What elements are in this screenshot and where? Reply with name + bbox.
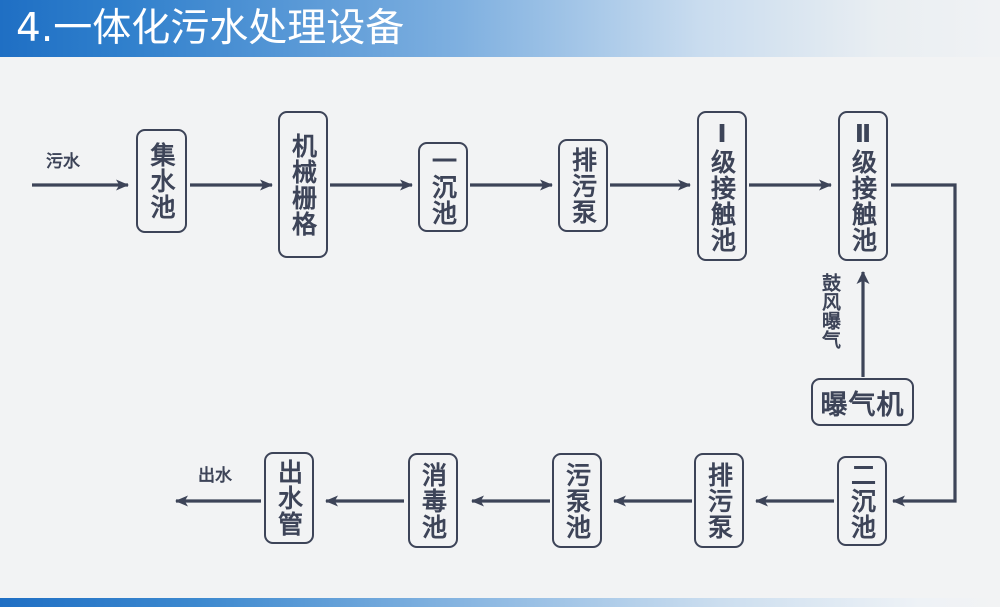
page-title: 4.一体化污水处理设备 [16,6,405,51]
node-disinfection-tank[interactable]: 消毒池 [408,453,458,548]
node-primary-sedimentation-tank[interactable]: 一沉池 [418,142,468,232]
node-level-1-contact-tank[interactable]: Ⅰ级接触池 [697,111,747,261]
node-mechanical-grate[interactable]: 机械栅格 [278,111,328,258]
footer-accent-bar [0,598,1000,607]
node-collection-tank[interactable]: 集水池 [136,129,187,233]
node-secondary-sedimentation-tank[interactable]: 二沉池 [837,456,887,546]
aeration-label: 鼓风曝气 [819,273,841,349]
flowchart-canvas: 污水 出水 鼓风曝气 集水池 机械栅格 一沉池 排污泵 Ⅰ级接触池 Ⅱ级接触池 … [0,57,1000,598]
outlet-label: 出水 [198,466,232,486]
edge-n6-to-n8 [891,183,957,507]
node-sludge-pump-tank[interactable]: 污泵池 [552,453,602,548]
node-aerator[interactable]: 曝气机 [811,378,914,426]
node-sewage-pump-top[interactable]: 排污泵 [558,139,608,232]
inlet-label: 污水 [46,152,80,172]
node-outlet-pipe[interactable]: 出水管 [264,452,314,544]
node-sewage-pump-bottom[interactable]: 排污泵 [694,453,744,548]
node-level-2-contact-tank[interactable]: Ⅱ级接触池 [838,111,888,261]
title-banner: 4.一体化污水处理设备 [0,0,1000,57]
